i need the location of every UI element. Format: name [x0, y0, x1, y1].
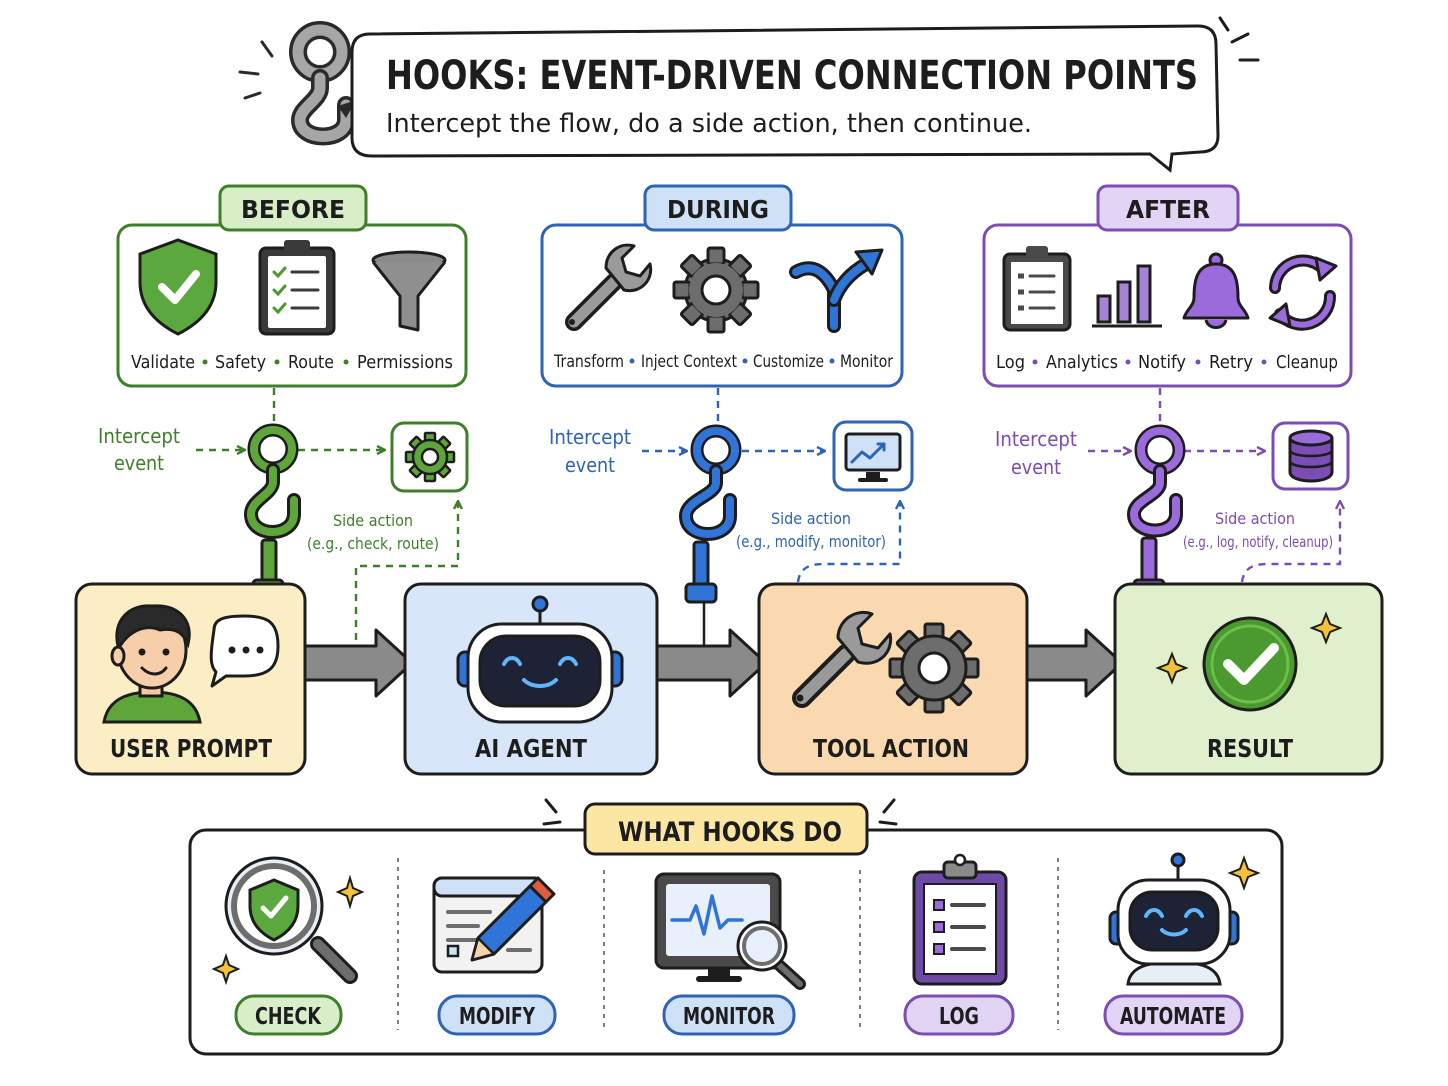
after-item-cleanup: Cleanup: [1276, 352, 1338, 373]
during-item-transform: Transform: [553, 352, 624, 372]
sparkle-icon: [1155, 651, 1189, 685]
before-item-validate: Validate: [131, 352, 195, 373]
phase-label-before: BEFORE: [241, 195, 345, 224]
after-item-notify: Notify: [1138, 352, 1186, 373]
during-intercept-line1: Intercept: [549, 425, 631, 449]
hook-after: Intercept event Side action (e.g., log, …: [995, 388, 1350, 600]
what-label-check: CHECK: [255, 1004, 322, 1030]
document-pencil-icon: [432, 876, 556, 974]
wrench-gear-icon: [792, 611, 980, 714]
after-item-retry: Retry: [1209, 352, 1253, 373]
during-item-inject-context: Inject Context: [641, 352, 737, 372]
header: HOOKS: EVENT-DRIVEN CONNECTION POINTS In…: [238, 16, 1260, 173]
after-side-action-title: Side action: [1215, 509, 1295, 528]
panel-before: BEFORE Validate Safety Route Permissions: [116, 184, 468, 388]
side-action-gear-icon: [390, 421, 469, 493]
checklist-icon: [258, 240, 336, 336]
what-hooks-do-title: WHAT HOOKS DO: [618, 817, 842, 848]
before-item-permissions: Permissions: [357, 352, 453, 373]
before-intercept-line2: event: [114, 451, 164, 475]
refresh-icon: [1268, 254, 1338, 331]
monitor-magnifier-icon: [654, 872, 806, 990]
flow-arrow-1: [302, 628, 414, 698]
what-item-log: LOG: [903, 853, 1015, 1036]
after-intercept-line2: event: [1011, 455, 1061, 479]
check-circle-icon: [1202, 616, 1298, 712]
side-action-database-icon: [1271, 421, 1350, 491]
shield-check-icon: [138, 238, 218, 336]
clipboard-icon: [1002, 246, 1072, 332]
after-item-analytics: Analytics: [1046, 352, 1118, 373]
bell-icon: [1182, 252, 1250, 329]
bar-chart-icon: [1092, 264, 1162, 328]
before-item-route: Route: [288, 352, 334, 373]
during-item-monitor: Monitor: [840, 352, 893, 372]
hook-during: Intercept event Side action (e.g., modif…: [549, 388, 914, 646]
branch-arrow-icon: [789, 248, 884, 333]
wrench-icon: [565, 243, 653, 331]
page-subtitle: Intercept the flow, do a side action, th…: [386, 109, 1032, 139]
robot-icon: [456, 595, 624, 724]
what-item-automate: AUTOMATE: [1103, 852, 1261, 1036]
hook-after-icon: [1126, 424, 1186, 600]
flow-arrow-3: [1024, 628, 1124, 698]
flow-arrow-2: [652, 628, 768, 698]
flow-label-user-prompt: USER PROMPT: [110, 734, 272, 763]
flow-arrows: [302, 628, 1124, 698]
what-label-automate: AUTOMATE: [1120, 1004, 1226, 1030]
panel-during: DURING: [540, 184, 904, 388]
what-label-modify: MODIFY: [459, 1004, 535, 1030]
hook-during-icon: [678, 424, 742, 604]
what-item-monitor: MONITOR: [654, 872, 806, 1036]
during-intercept-line2: event: [565, 453, 615, 477]
magnifier-shield-icon: [224, 856, 358, 984]
panel-after: AFTER Log: [982, 184, 1353, 388]
title-bubble: [350, 24, 1220, 173]
what-hooks-do-panel: WHAT HOOKS DO CHECK: [188, 798, 1284, 1056]
page-title: HOOKS: EVENT-DRIVEN CONNECTION POINTS: [386, 53, 1198, 99]
hook-before-icon: [243, 423, 301, 600]
gear-icon: [672, 246, 760, 334]
during-side-action-examples: (e.g., modify, monitor): [736, 532, 886, 551]
flow-label-result: RESULT: [1207, 734, 1293, 763]
flow-label-tool-action: TOOL ACTION: [813, 734, 969, 763]
before-intercept-line1: Intercept: [98, 424, 180, 448]
what-label-log: LOG: [939, 1004, 979, 1030]
before-item-safety: Safety: [215, 352, 266, 373]
flow-box-user-prompt: USER PROMPT: [74, 582, 307, 776]
hook-before: Intercept event: [98, 388, 469, 640]
flow-box-tool-action: TOOL ACTION: [757, 582, 1029, 776]
sparkle-icon: [335, 874, 365, 910]
phase-label-during: DURING: [667, 195, 769, 224]
flow-box-result: RESULT: [1113, 582, 1384, 776]
after-intercept-line1: Intercept: [995, 427, 1077, 451]
flow-box-ai-agent: AI AGENT: [403, 582, 659, 776]
robot-icon: [1108, 852, 1240, 986]
before-side-action-examples: (e.g., check, route): [307, 534, 439, 553]
hook-logo-icon: [238, 21, 356, 146]
sparkle-icon: [211, 952, 241, 986]
after-side-action-examples: (e.g., log, notify, cleanup): [1183, 533, 1333, 551]
what-item-modify: MODIFY: [432, 876, 557, 1036]
clipboard-list-icon: [912, 853, 1008, 986]
before-side-action-title: Side action: [333, 511, 413, 530]
user-speech-icon: [102, 604, 280, 724]
after-item-log: Log: [996, 352, 1025, 373]
sparkle-icon: [1227, 855, 1261, 891]
during-side-action-title: Side action: [771, 509, 851, 528]
during-item-customize: Customize: [753, 352, 824, 372]
side-action-monitor-chart-icon: [832, 420, 914, 492]
what-item-check: CHECK: [211, 856, 365, 1036]
what-label-monitor: MONITOR: [683, 1004, 775, 1030]
funnel-icon: [371, 250, 447, 332]
phase-label-after: AFTER: [1126, 195, 1210, 224]
sparkle-icon: [1309, 611, 1343, 645]
flow-label-ai-agent: AI AGENT: [475, 734, 587, 763]
